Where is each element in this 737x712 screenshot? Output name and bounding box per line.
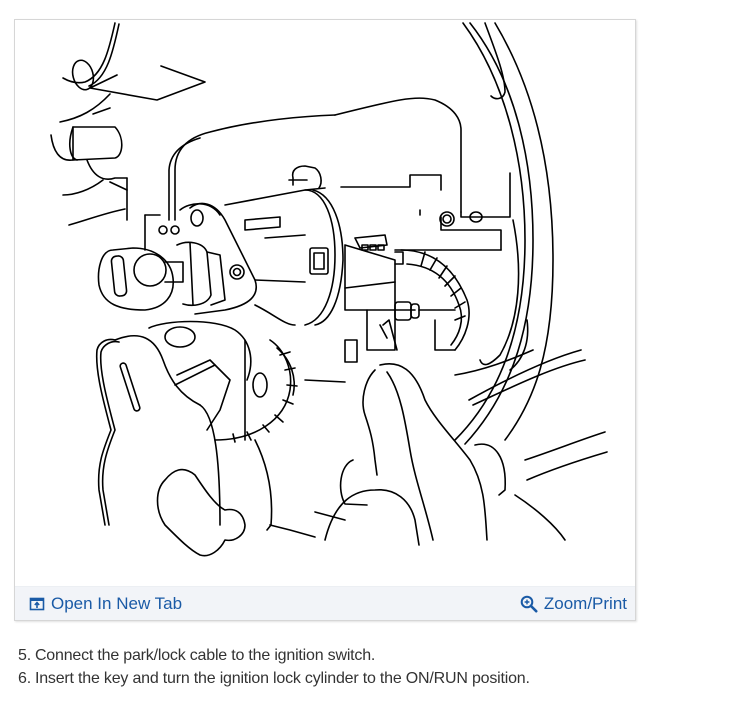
step-item: 6.Insert the key and turn the ignition l…	[18, 667, 530, 690]
line-art-drawing	[50, 22, 608, 557]
open-in-new-tab-label: Open In New Tab	[51, 593, 183, 613]
step-text: Connect the park/lock cable to the ignit…	[34, 647, 376, 664]
open-in-new-tab-icon	[29, 596, 45, 612]
zoom-print-label: Zoom/Print	[543, 593, 627, 613]
zoom-in-icon	[520, 595, 538, 613]
open-in-new-tab-link[interactable]: Open In New Tab	[29, 594, 182, 614]
step-text: Insert the key and turn the ignition loc…	[34, 670, 530, 687]
ignition-diagram-image[interactable]	[15, 20, 635, 586]
step-number: 6.	[18, 670, 31, 687]
zoom-print-link[interactable]: Zoom/Print	[520, 594, 627, 614]
step-item: 5.Connect the park/lock cable to the ign…	[18, 644, 530, 667]
step-number: 5.	[18, 647, 31, 664]
figure-toolbar: Open In New Tab Zoom/Print	[15, 586, 635, 620]
figure-card: Open In New Tab Zoom/Print	[14, 19, 636, 621]
instruction-steps: 5.Connect the park/lock cable to the ign…	[18, 644, 530, 690]
